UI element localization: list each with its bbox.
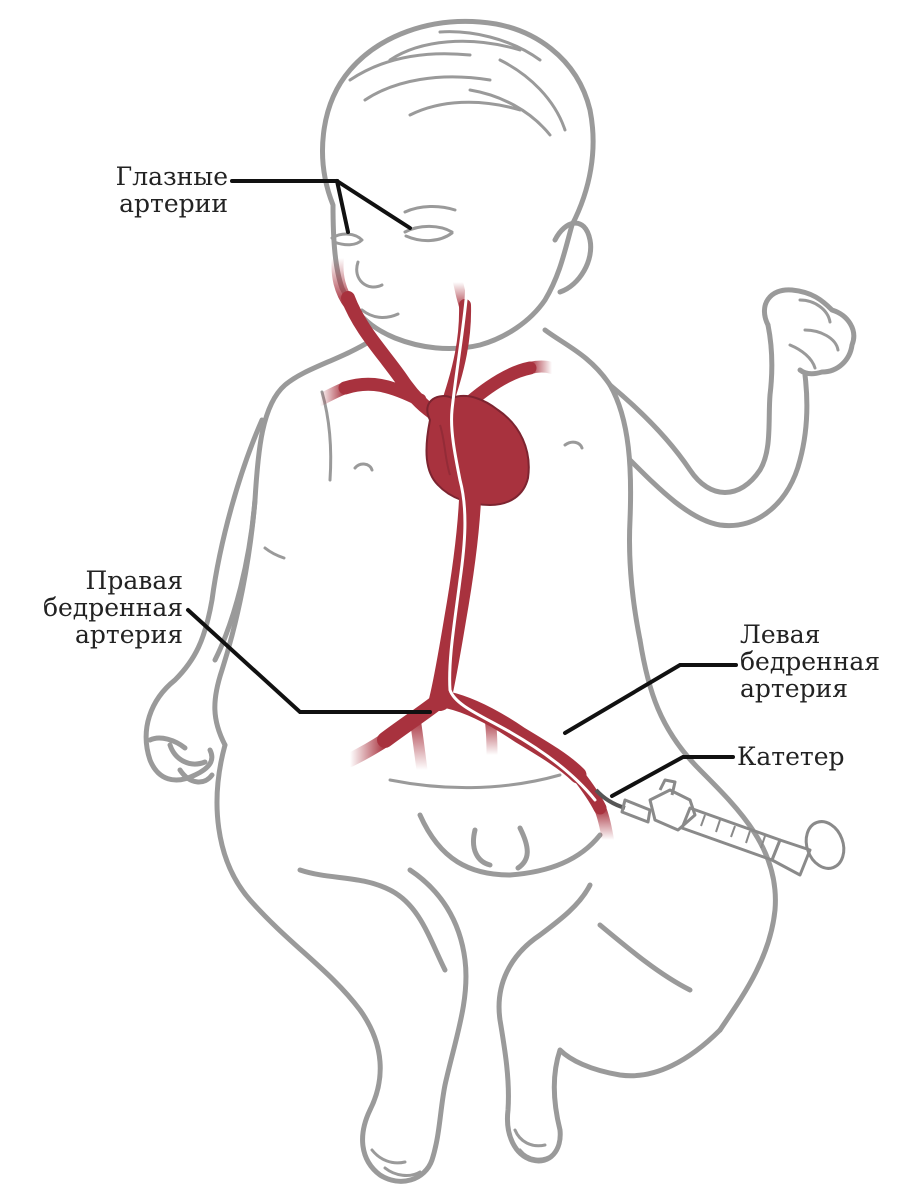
label-left-femoral-line3: артерия	[740, 675, 910, 702]
body-outline	[146, 21, 854, 1181]
ear	[555, 223, 591, 292]
abdomen-line	[390, 775, 560, 788]
torso-side-right	[215, 500, 255, 745]
label-ophthalmic-arteries: Глазные артерии	[70, 163, 228, 217]
knee-left-fold	[600, 925, 690, 990]
arm-left-inner	[630, 375, 807, 526]
label-left-femoral-line1: Левая	[740, 621, 910, 648]
nose	[357, 262, 382, 287]
arteries	[320, 231, 608, 840]
label-left-femoral-artery: Левая бедренная артерия	[740, 621, 910, 702]
artery-subclavian-left-fade	[530, 367, 552, 369]
artery-subclavian-right-fade	[320, 388, 345, 400]
label-right-femoral-artery: Правая бедренная артерия	[0, 567, 183, 648]
leader-left-femoral	[565, 665, 736, 733]
artery-subclavian-left	[470, 368, 530, 402]
catheter-tip	[459, 231, 466, 238]
iliac-right-fade	[350, 740, 385, 760]
iliac-right-branch	[415, 718, 422, 770]
leg-right	[217, 745, 466, 1181]
syringe-thumb	[800, 816, 850, 873]
right-eye	[405, 226, 452, 240]
label-catheter-line1: Катетер	[737, 743, 887, 770]
catheter-hub	[622, 800, 650, 822]
label-right-femoral-line1: Правая	[0, 567, 183, 594]
left-eye	[332, 234, 362, 245]
nipple-left	[565, 442, 582, 448]
label-catheter: Катетер	[737, 743, 887, 770]
leg-left	[499, 885, 720, 1161]
hair-strands	[350, 32, 565, 135]
label-right-femoral-line3: артерия	[0, 621, 183, 648]
leader-ophthalmic	[232, 181, 410, 232]
mouth	[362, 310, 398, 317]
label-left-femoral-line2: бедренная	[740, 648, 910, 675]
rib-line	[322, 392, 331, 480]
torso-outline	[215, 330, 640, 660]
heart	[426, 396, 528, 505]
syringe-plunger	[772, 840, 810, 875]
knee-right-fold	[300, 870, 445, 970]
femoral-left-fade	[600, 808, 608, 840]
label-ophthalmic-line1: Глазные	[70, 163, 228, 190]
nipple-right	[355, 464, 372, 470]
belly-fold	[265, 548, 284, 558]
label-ophthalmic-line2: артерии	[70, 190, 228, 217]
label-right-femoral-line2: бедренная	[0, 594, 183, 621]
brow	[405, 206, 455, 212]
groin	[420, 815, 600, 875]
